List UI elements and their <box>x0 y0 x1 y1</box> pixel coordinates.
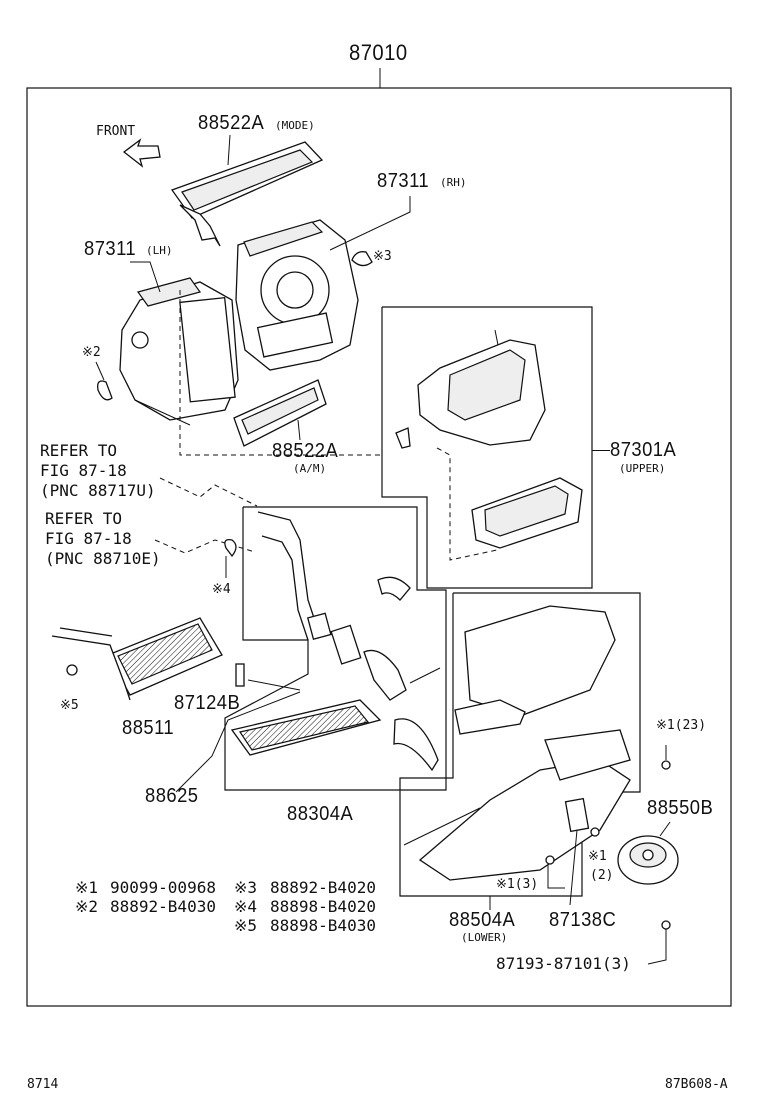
legend-part-5: 88898-B4030 <box>270 916 376 935</box>
clip-m3-drawing <box>351 251 373 267</box>
heater-core-drawing <box>51 617 223 701</box>
legend-mark-4: ※4 <box>234 897 258 916</box>
clip-m2-drawing <box>97 380 113 401</box>
refer2-line3: (PNC 88710E) <box>45 549 161 568</box>
resistor-drawing <box>564 797 590 833</box>
part-88625: 88625 <box>145 785 199 807</box>
refer1-line3: (PNC 88717U) <box>40 481 156 500</box>
legend-mark-1: ※1 <box>75 878 99 897</box>
part-87311-lh: 87311 <box>84 238 137 260</box>
refer1-line1: REFER TO <box>40 441 118 460</box>
mark-m1-3: ※1(3) <box>496 877 539 892</box>
screw-87193 <box>661 920 671 930</box>
legend-part-4: 88898-B4020 <box>270 897 376 916</box>
leader-m1-3 <box>547 865 565 889</box>
front-label: FRONT <box>96 124 136 139</box>
lh-case-drawing <box>119 261 239 426</box>
part-88550b: 88550B <box>647 797 714 819</box>
box-upper-case <box>381 306 593 589</box>
upper-case-drawing <box>395 329 583 549</box>
leader-88625 <box>175 691 301 793</box>
mark-m1-2b: (2) <box>590 868 614 883</box>
part-88522a-mode-sub: (MODE) <box>275 119 315 132</box>
mark-m1-23: ※1(23) <box>656 718 707 733</box>
legend-part-2: 88892-B4030 <box>110 897 216 916</box>
mark-m5: ※5 <box>60 698 79 713</box>
legend-mark-3: ※3 <box>234 878 258 897</box>
legend-mark-5: ※5 <box>234 916 258 935</box>
refer2-line1: REFER TO <box>45 509 123 528</box>
screw-m1-2 <box>590 827 600 837</box>
part-88522a-am: 88522A <box>272 440 339 462</box>
part-87311-rh-sub: (RH) <box>440 176 467 189</box>
blower-motor-drawing <box>617 835 679 885</box>
sensor-wire <box>247 679 301 691</box>
part-87124b-drawing <box>235 663 245 687</box>
part-87301a-sub: (UPPER) <box>619 462 666 475</box>
part-88504a-sub: (LOWER) <box>461 931 508 944</box>
part-87193: 87193-87101(3) <box>496 954 631 973</box>
part-88522a-am-sub: (A/M) <box>293 462 327 475</box>
mark-m2: ※2 <box>82 345 101 360</box>
part-87138c: 87138C <box>549 909 617 931</box>
mark-m4: ※4 <box>212 582 231 597</box>
part-88304a: 88304A <box>287 803 354 825</box>
mark-m1-2a: ※1 <box>588 849 607 864</box>
legend-part-3: 88892-B4020 <box>270 878 376 897</box>
assembly-border <box>26 87 732 1007</box>
dash-refer1 <box>159 477 258 507</box>
am-damper-drawing <box>233 379 327 447</box>
refer1-line2: FIG 87-18 <box>40 461 127 480</box>
leader-87301a <box>592 450 610 451</box>
dash-refer2 <box>154 539 256 554</box>
legend-part-1: 90099-00968 <box>110 878 216 897</box>
clip-m4-drawing <box>224 539 237 558</box>
mark-m3: ※3 <box>373 249 392 264</box>
leader-87193 <box>647 929 667 965</box>
part-88511: 88511 <box>122 717 175 739</box>
rh-case-drawing <box>235 196 411 371</box>
part-87311-rh: 87311 <box>377 170 430 192</box>
screw-m1-3 <box>545 855 555 865</box>
evaporator-drawing <box>230 699 439 772</box>
lower-case-drawing <box>403 605 631 881</box>
part-88522a-mode: 88522A <box>198 112 265 134</box>
dash-upper <box>436 447 498 561</box>
legend-mark-2: ※2 <box>75 897 99 916</box>
heater-pipes-drawing <box>257 511 441 701</box>
box-heater-core <box>224 506 447 791</box>
part-87301a: 87301A <box>610 439 677 461</box>
part-88504a: 88504A <box>449 909 516 931</box>
footer-page-code: 8714 <box>27 1077 59 1092</box>
box-lower-case <box>399 592 641 897</box>
part-87311-lh-sub: (LH) <box>146 244 173 257</box>
footer-figure-code: 87B608-A <box>665 1077 728 1092</box>
part-87124b: 87124B <box>174 692 241 714</box>
leader-87138c <box>569 829 578 906</box>
refer2-line2: FIG 87-18 <box>45 529 132 548</box>
mode-damper-drawing <box>170 134 324 247</box>
dash-lh-to-upper <box>179 290 382 456</box>
front-arrow-icon <box>122 138 161 168</box>
assembly-number: 87010 <box>349 40 408 65</box>
